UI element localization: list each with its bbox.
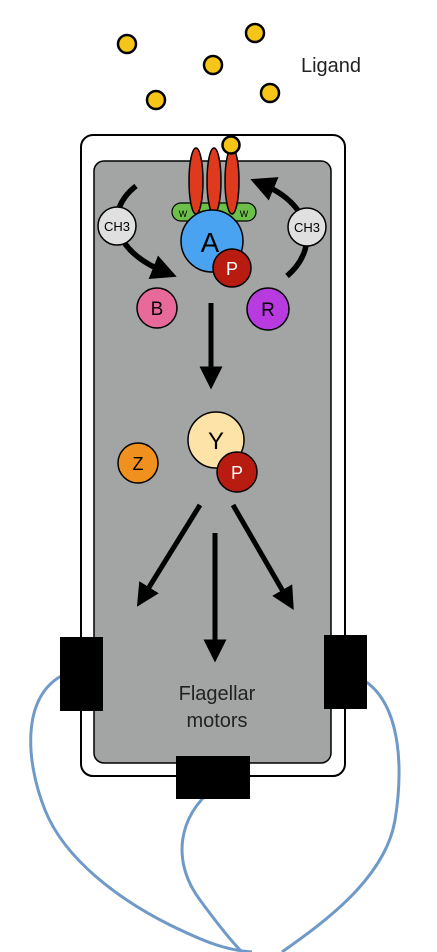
motors-label-line2: motors: [186, 710, 247, 732]
bound-ligand: [221, 135, 241, 155]
receptor: [188, 147, 204, 215]
protein-z-label: Z: [133, 454, 144, 474]
ligand-molecule: [116, 33, 138, 55]
ligand-molecule: [145, 89, 167, 111]
motors-label-line1: Flagellar: [179, 683, 256, 705]
protein-a-label: A: [201, 227, 220, 258]
protein-y-label: Y: [208, 428, 224, 455]
receptor: [206, 147, 222, 215]
arrow-y-to-motor-right: [230, 503, 294, 610]
ligand-molecule: [202, 54, 224, 76]
methyl-group-left-label: CH3: [104, 219, 130, 234]
flagellum-left: [29, 670, 253, 952]
protein-b-label: B: [151, 299, 164, 320]
protein-r-label: R: [261, 300, 275, 321]
methyl-group-left: [97, 206, 137, 246]
flagellum-bottom: [180, 788, 244, 952]
methyl-group-right-label: CH3: [294, 220, 320, 235]
methyl-group-right: [287, 207, 327, 247]
ligand-label: Ligand: [301, 55, 361, 77]
protein-z: [117, 442, 159, 484]
phosphate-a: [212, 248, 252, 288]
motor-left: [60, 637, 103, 711]
phosphate-a-label: P: [226, 259, 238, 279]
arrow-y-to-motor-left: [136, 503, 203, 607]
motor-right: [324, 635, 367, 709]
phosphate-y: [216, 451, 258, 493]
adaptor-w-left: W: [179, 209, 188, 219]
phosphate-y-label: P: [231, 463, 243, 483]
receptor: [224, 147, 240, 215]
protein-b: [136, 287, 178, 329]
adaptor-w-right: W: [240, 209, 249, 219]
ligand-molecule: [259, 82, 281, 104]
protein-r: [246, 287, 290, 331]
motor-bottom: [176, 756, 250, 799]
flagellum-right: [281, 670, 401, 952]
ligand-molecule: [244, 22, 266, 44]
